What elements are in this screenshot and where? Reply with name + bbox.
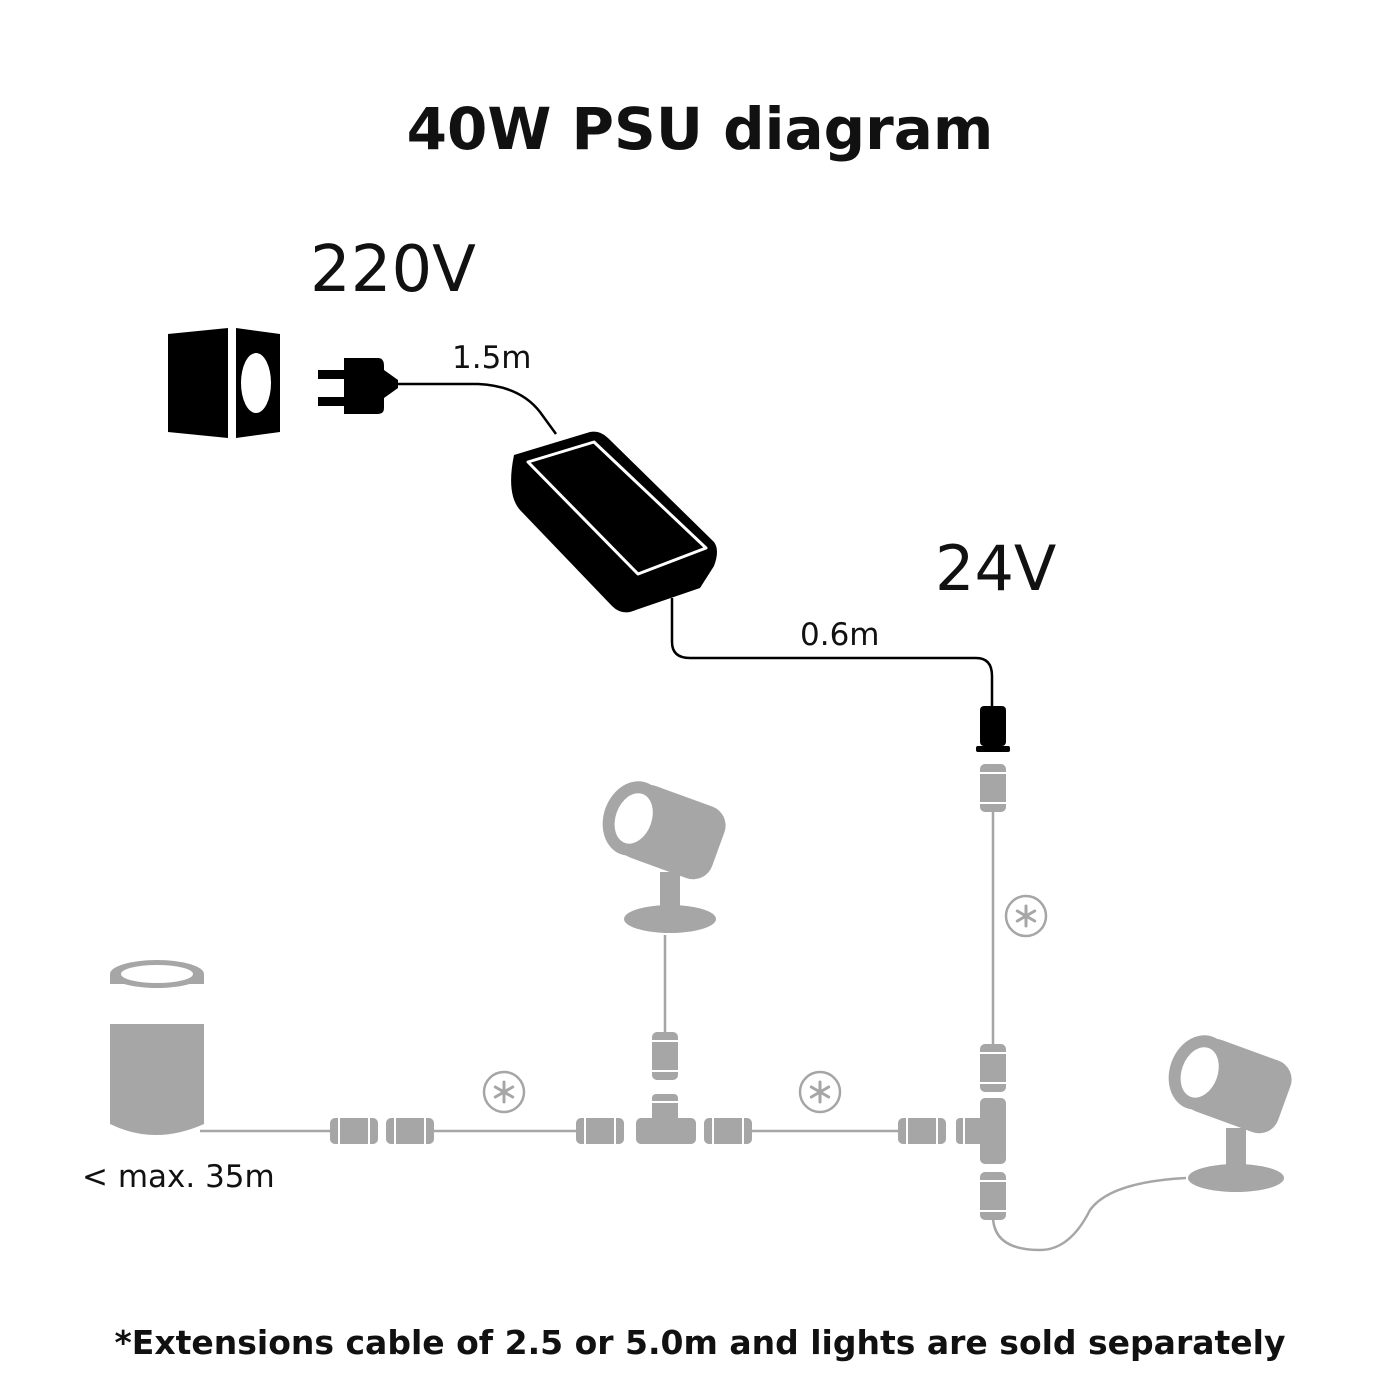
t-connector-icon: [636, 1094, 696, 1144]
extension-marker-icon: [482, 1070, 526, 1114]
connector-icon: [897, 1117, 947, 1145]
max-run-length-label: < max. 35m: [82, 1159, 275, 1195]
pedestal-light-icon: [110, 960, 204, 1135]
plug-icon: [318, 358, 398, 414]
diagram-title: 40W PSU diagram: [406, 95, 994, 163]
connector-icon: [329, 1117, 379, 1145]
low-voltage-cable: [670, 598, 994, 706]
t-connector-icon: [956, 1098, 1006, 1164]
connector-icon: [979, 763, 1007, 813]
spotlight-icon: [602, 781, 726, 933]
connector-icon: [979, 1043, 1007, 1093]
input-voltage-label: 220V: [310, 233, 476, 307]
extension-cables: [200, 812, 1187, 1252]
mains-cable-length-label: 1.5m: [452, 340, 532, 376]
connector-icon: [979, 1171, 1007, 1221]
connector-icon: [651, 1031, 679, 1081]
connector-icon: [575, 1117, 625, 1145]
footnote: *Extensions cable of 2.5 or 5.0m and lig…: [114, 1323, 1286, 1362]
extension-marker-icon: [798, 1070, 842, 1114]
connector-icon: [703, 1117, 753, 1145]
power-supply-icon: [511, 431, 717, 613]
extension-marker-icon: [1004, 894, 1048, 938]
mains-cable: [398, 382, 558, 435]
connector-icon: [385, 1117, 435, 1145]
spotlight-icon: [1168, 1035, 1292, 1192]
low-voltage-cable-length-label: 0.6m: [800, 617, 880, 653]
wall-socket-icon: [168, 328, 280, 438]
output-connector-icon: [976, 706, 1010, 752]
output-voltage-label: 24V: [935, 532, 1057, 605]
